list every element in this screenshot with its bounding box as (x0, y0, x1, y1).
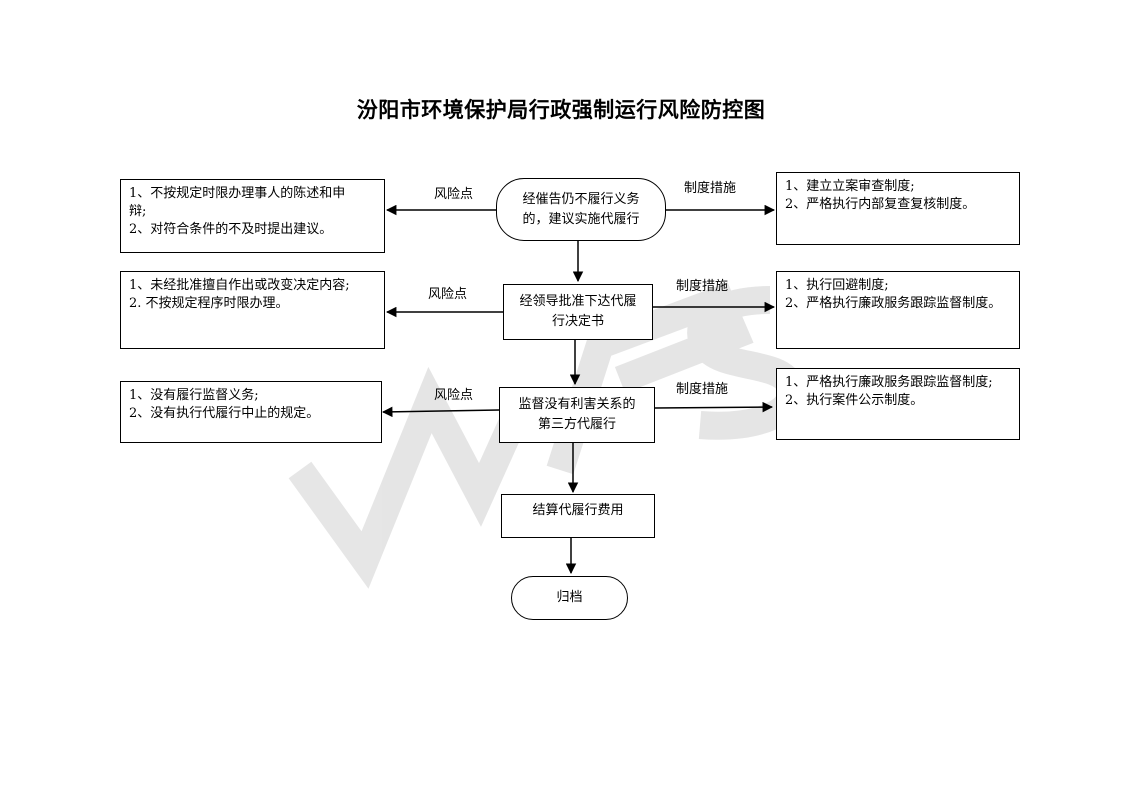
measure-text: 1、执行回避制度; (785, 278, 889, 293)
measure-text: 1、严格执行廉政服务跟踪监督制度; (785, 375, 993, 390)
flow-node-settle: 结算代履行费用 (501, 494, 655, 538)
risk-text: 辩; (129, 204, 147, 219)
flow-node-archive: 归档 (511, 576, 628, 620)
measure-text: 1、建立立案审查制度; (785, 179, 915, 194)
flow-node-text: 的，建议实施代履行 (522, 211, 640, 227)
flow-node-text: 监督没有利害关系的 (518, 397, 636, 412)
watermark-letter-s (687, 286, 806, 440)
page-title: 汾阳市环境保护局行政强制运行风险防控图 (356, 97, 766, 122)
risk-text: 2. 不按规定程序时限办理。 (129, 296, 289, 311)
flow-node-supervise: 监督没有利害关系的 第三方代履行 (499, 387, 655, 443)
risk-text: 2、对符合条件的不及时提出建议。 (129, 222, 333, 237)
risk-point-label-3: 风险点 (434, 388, 474, 403)
arrow-measure-3 (654, 401, 774, 413)
measure-label-3: 制度措施 (676, 382, 729, 397)
arrow-risk-3 (381, 406, 500, 418)
watermark-letter-w (288, 366, 538, 589)
risk-text: 1、没有履行监督义务; (129, 388, 259, 403)
measure-label-1: 制度措施 (684, 181, 737, 196)
flow-node-text: 行决定书 (551, 314, 604, 329)
flow-node-text: 经催告仍不履行义务 (522, 191, 640, 207)
measure-box-3: 1、严格执行廉政服务跟踪监督制度; 2、执行案件公示制度。 (776, 368, 1020, 440)
measure-text: 2、严格执行廉政服务跟踪监督制度。 (785, 296, 1002, 311)
measure-box-2: 1、执行回避制度; 2、严格执行廉政服务跟踪监督制度。 (776, 271, 1020, 349)
flow-node-decision: 经领导批准下达代履 行决定书 (503, 284, 653, 340)
flow-node-text: 经领导批准下达代履 (519, 294, 637, 309)
risk-box-3: 1、没有履行监督义务; 2、没有执行代履行中止的规定。 (120, 381, 382, 443)
flow-node-text: 第三方代履行 (537, 417, 616, 432)
measure-text: 2、严格执行内部复查复核制度。 (785, 197, 976, 212)
risk-point-label-1: 风险点 (434, 187, 474, 202)
measure-label-2: 制度措施 (676, 279, 729, 294)
risk-text: 2、没有执行代履行中止的规定。 (129, 406, 320, 421)
flow-node-urge: 经催告仍不履行义务 的，建议实施代履行 (496, 178, 666, 241)
measure-box-1: 1、建立立案审查制度; 2、严格执行内部复查复核制度。 (776, 172, 1020, 245)
measure-text: 2、执行案件公示制度。 (785, 393, 924, 408)
flow-node-text: 结算代履行费用 (532, 503, 624, 518)
flow-node-text: 归档 (556, 590, 583, 605)
risk-text: 1、未经批准擅自作出或改变决定内容; (129, 278, 350, 293)
risk-point-label-2: 风险点 (428, 287, 468, 302)
risk-box-1: 1、不按规定时限办理事人的陈述和申 辩; 2、对符合条件的不及时提出建议。 (120, 179, 385, 253)
risk-text: 1、不按规定时限办理事人的陈述和申 (129, 186, 346, 201)
risk-box-2: 1、未经批准擅自作出或改变决定内容; 2. 不按规定程序时限办理。 (120, 271, 385, 349)
